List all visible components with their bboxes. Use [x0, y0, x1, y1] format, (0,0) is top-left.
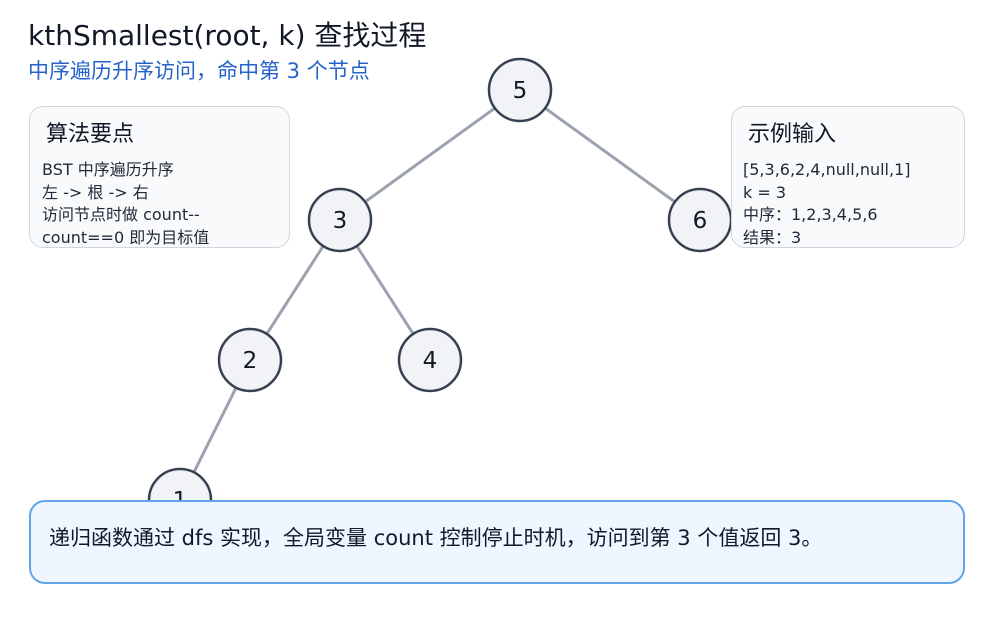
footer-note-box: 递归函数通过 dfs 实现，全局变量 count 控制停止时机，访问到第 3 个…	[29, 500, 965, 584]
tree-node-circle	[397, 327, 463, 393]
tree-node-label: 5	[513, 78, 528, 104]
algorithm-note-line: 访问节点时做 count--	[42, 205, 200, 224]
tree-edge-2-1	[192, 387, 238, 473]
example-input-line: [5,3,6,2,4,null,null,1]	[743, 160, 911, 179]
tree-node-6: 6	[667, 187, 733, 253]
tree-edge-5-3	[364, 106, 496, 204]
tree-node-label: 6	[693, 208, 708, 234]
algorithm-notes-list: BST 中序遍历升序 左 -> 根 -> 右 访问节点时做 count-- co…	[42, 159, 209, 249]
tree-node-3: 3	[307, 187, 373, 253]
tree-edge-5-6	[544, 106, 676, 204]
example-input-title: 示例输入	[748, 122, 837, 147]
tree-edge-3-4	[355, 245, 415, 335]
tree-node-circle	[487, 57, 553, 123]
example-input-panel: 示例输入 [5,3,6,2,4,null,null,1] k = 3 中序：1,…	[731, 106, 965, 248]
tree-node-label: 2	[243, 348, 258, 374]
tree-node-2: 2	[217, 327, 283, 393]
page-subtitle: 中序遍历升序访问，命中第 3 个节点	[28, 59, 370, 83]
tree-edges	[192, 106, 676, 473]
algorithm-note-line: 左 -> 根 -> 右	[42, 182, 149, 202]
tree-node-circle	[217, 327, 283, 393]
tree-node-label: 3	[333, 208, 348, 234]
tree-edge-3-2	[265, 245, 325, 335]
tree-node-label: 4	[423, 348, 438, 374]
algorithm-notes-panel: 算法要点 BST 中序遍历升序 左 -> 根 -> 右 访问节点时做 count…	[29, 106, 290, 248]
algorithm-note-line: count==0 即为目标值	[42, 227, 210, 247]
page-title: kthSmallest(root, k) 查找过程	[28, 19, 427, 52]
footer-note-text: 递归函数通过 dfs 实现，全局变量 count 控制停止时机，访问到第 3 个…	[49, 526, 823, 550]
example-input-line: 中序：1,2,3,4,5,6	[743, 205, 878, 224]
example-input-list: [5,3,6,2,4,null,null,1] k = 3 中序：1,2,3,4…	[743, 159, 911, 249]
tree-node-5: 5	[487, 57, 553, 123]
algorithm-notes-title: 算法要点	[46, 122, 135, 147]
tree-node-4: 4	[397, 327, 463, 393]
tree-node-circle	[307, 187, 373, 253]
example-input-line: k = 3	[743, 182, 787, 202]
example-input-line: 结果：3	[743, 227, 802, 247]
algorithm-note-line: BST 中序遍历升序	[42, 160, 174, 179]
